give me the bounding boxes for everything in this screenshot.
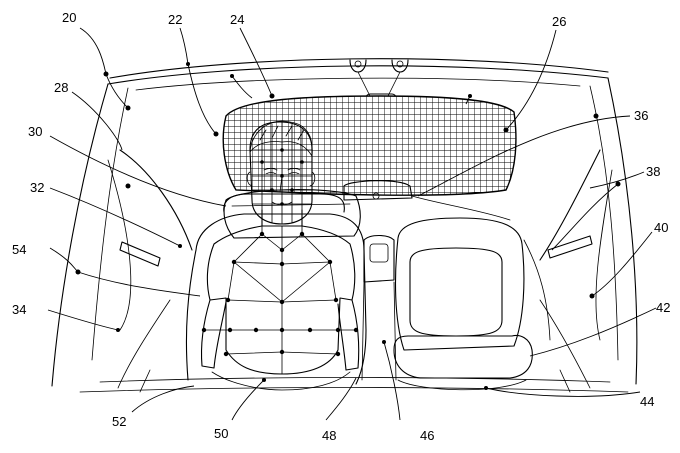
reference-numerals: 20 22 24 26 28 30 32 34 36 38 40 42 44 4… [12, 10, 670, 443]
ref-26: 26 [552, 14, 566, 29]
ref-54: 54 [12, 242, 26, 257]
rear-seat [223, 180, 511, 239]
ref-20: 20 [62, 10, 76, 25]
ref-24: 24 [230, 12, 244, 27]
ref-50: 50 [214, 426, 228, 441]
ref-32: 32 [30, 180, 44, 195]
vehicle-cabin [51, 58, 638, 393]
ref-44: 44 [640, 394, 654, 409]
ref-48: 48 [322, 428, 336, 443]
ref-36: 36 [634, 108, 648, 123]
ref-40: 40 [654, 220, 668, 235]
ref-22: 22 [168, 12, 182, 27]
ref-42: 42 [656, 300, 670, 315]
ref-52: 52 [112, 414, 126, 429]
ref-34: 34 [12, 302, 26, 317]
ref-46: 46 [420, 428, 434, 443]
leader-lines [47, 27, 657, 421]
mesh-keypoints [201, 148, 359, 357]
front-seat-right [361, 217, 533, 391]
rear-window-grid [222, 95, 517, 196]
ref-38: 38 [646, 164, 660, 179]
ref-30: 30 [28, 124, 42, 139]
occupant [185, 120, 367, 385]
ref-28: 28 [54, 80, 68, 95]
